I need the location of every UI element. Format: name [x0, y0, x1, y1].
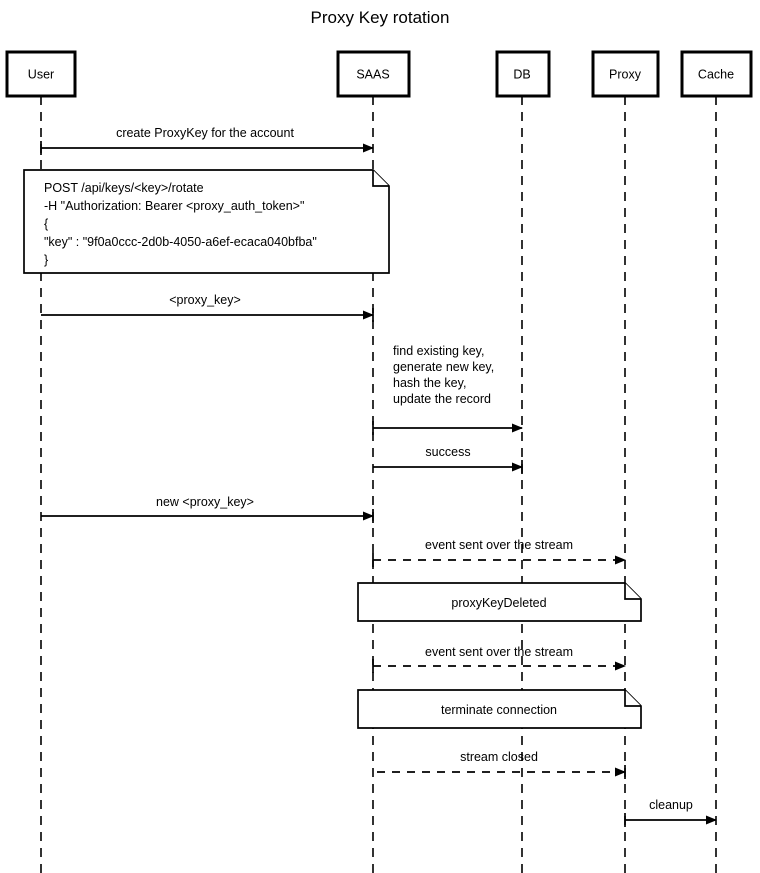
msg-proxy-key-return-label: <proxy_key> — [169, 293, 241, 307]
msg-event-stream-1-label: event sent over the stream — [425, 538, 573, 552]
msg-stream-closed-label: stream closed — [460, 750, 538, 764]
note-post-rotate-fold-corner — [372, 170, 389, 187]
participant-box-db[interactable] — [495, 50, 551, 98]
diagram-title: Proxy Key rotation — [311, 8, 450, 27]
participant-user[interactable]: User — [5, 50, 77, 98]
msg-stream-closed[interactable]: stream closed — [373, 750, 626, 779]
msg-update-record-label-line: generate new key, — [393, 360, 494, 374]
note-post-rotate-line: -H "Authorization: Bearer <proxy_auth_to… — [44, 199, 304, 213]
msg-update-record[interactable]: find existing key, generate new key, hash … — [372, 344, 523, 435]
note-post-rotate-shape[interactable] — [23, 169, 390, 274]
participant-label-user: User — [28, 68, 54, 82]
note-proxy-key-deleted[interactable]: proxyKeyDeleted — [357, 582, 642, 622]
note-post-rotate-line: } — [44, 253, 48, 267]
msg-new-proxy-key-label: new <proxy_key> — [156, 495, 254, 509]
msg-cleanup-label: cleanup — [649, 798, 693, 812]
msg-success[interactable]: success — [373, 445, 523, 474]
participant-box-proxy[interactable] — [591, 50, 660, 98]
note-terminate-connection[interactable]: terminate connection — [357, 689, 642, 729]
msg-event-stream-2-label: event sent over the stream — [425, 645, 573, 659]
note-terminate-connection-fold-corner — [624, 690, 641, 707]
note-proxy-key-deleted-fold-corner — [624, 583, 641, 600]
note-post-rotate[interactable]: POST /api/keys/<key>/rotate -H "Authoriza… — [23, 169, 390, 274]
msg-success-label: success — [425, 445, 470, 459]
note-post-rotate-line: { — [44, 217, 48, 231]
msg-event-stream-2[interactable]: event sent over the stream — [372, 645, 626, 673]
note-terminate-connection-line: terminate connection — [441, 703, 557, 717]
participant-box-cache[interactable] — [680, 50, 753, 98]
msg-update-record-label-line: find existing key, — [393, 344, 484, 358]
actors-layer: User SAAS DB Proxy Cache — [5, 50, 753, 98]
participant-label-saas: SAAS — [356, 68, 389, 82]
participant-db[interactable]: DB — [495, 50, 551, 98]
participant-proxy[interactable]: Proxy — [591, 50, 660, 98]
msg-update-record-label-line: update the record — [393, 392, 491, 406]
msg-update-record-label-line: hash the key, — [393, 376, 466, 390]
participant-label-proxy: Proxy — [609, 68, 642, 82]
msg-new-proxy-key[interactable]: new <proxy_key> — [41, 495, 374, 523]
participant-saas[interactable]: SAAS — [336, 50, 411, 98]
msg-proxy-key-return[interactable]: <proxy_key> — [41, 293, 374, 322]
note-proxy-key-deleted-line: proxyKeyDeleted — [451, 596, 546, 610]
note-terminate-connection-shape[interactable] — [357, 689, 642, 729]
msg-create-proxykey-label: create ProxyKey for the account — [116, 126, 294, 140]
note-proxy-key-deleted-shape[interactable] — [357, 582, 642, 622]
participant-label-db: DB — [513, 68, 530, 82]
notes-layer: POST /api/keys/<key>/rotate -H "Authoriza… — [23, 169, 642, 729]
msg-event-stream-1[interactable]: event sent over the stream — [372, 538, 626, 567]
participant-label-cache: Cache — [698, 68, 734, 82]
msg-cleanup[interactable]: cleanup — [624, 798, 717, 827]
participant-box-saas[interactable] — [336, 50, 411, 98]
note-post-rotate-line: POST /api/keys/<key>/rotate — [44, 181, 204, 195]
msg-create-proxykey[interactable]: create ProxyKey for the account — [40, 126, 374, 155]
note-post-rotate-line: "key" : "9f0a0ccc-2d0b-4050-a6ef-ecaca04… — [44, 235, 317, 249]
participant-box-user[interactable] — [5, 50, 77, 98]
participant-cache[interactable]: Cache — [680, 50, 753, 98]
messages-layer: create ProxyKey for the account <proxy_ke… — [40, 126, 717, 827]
